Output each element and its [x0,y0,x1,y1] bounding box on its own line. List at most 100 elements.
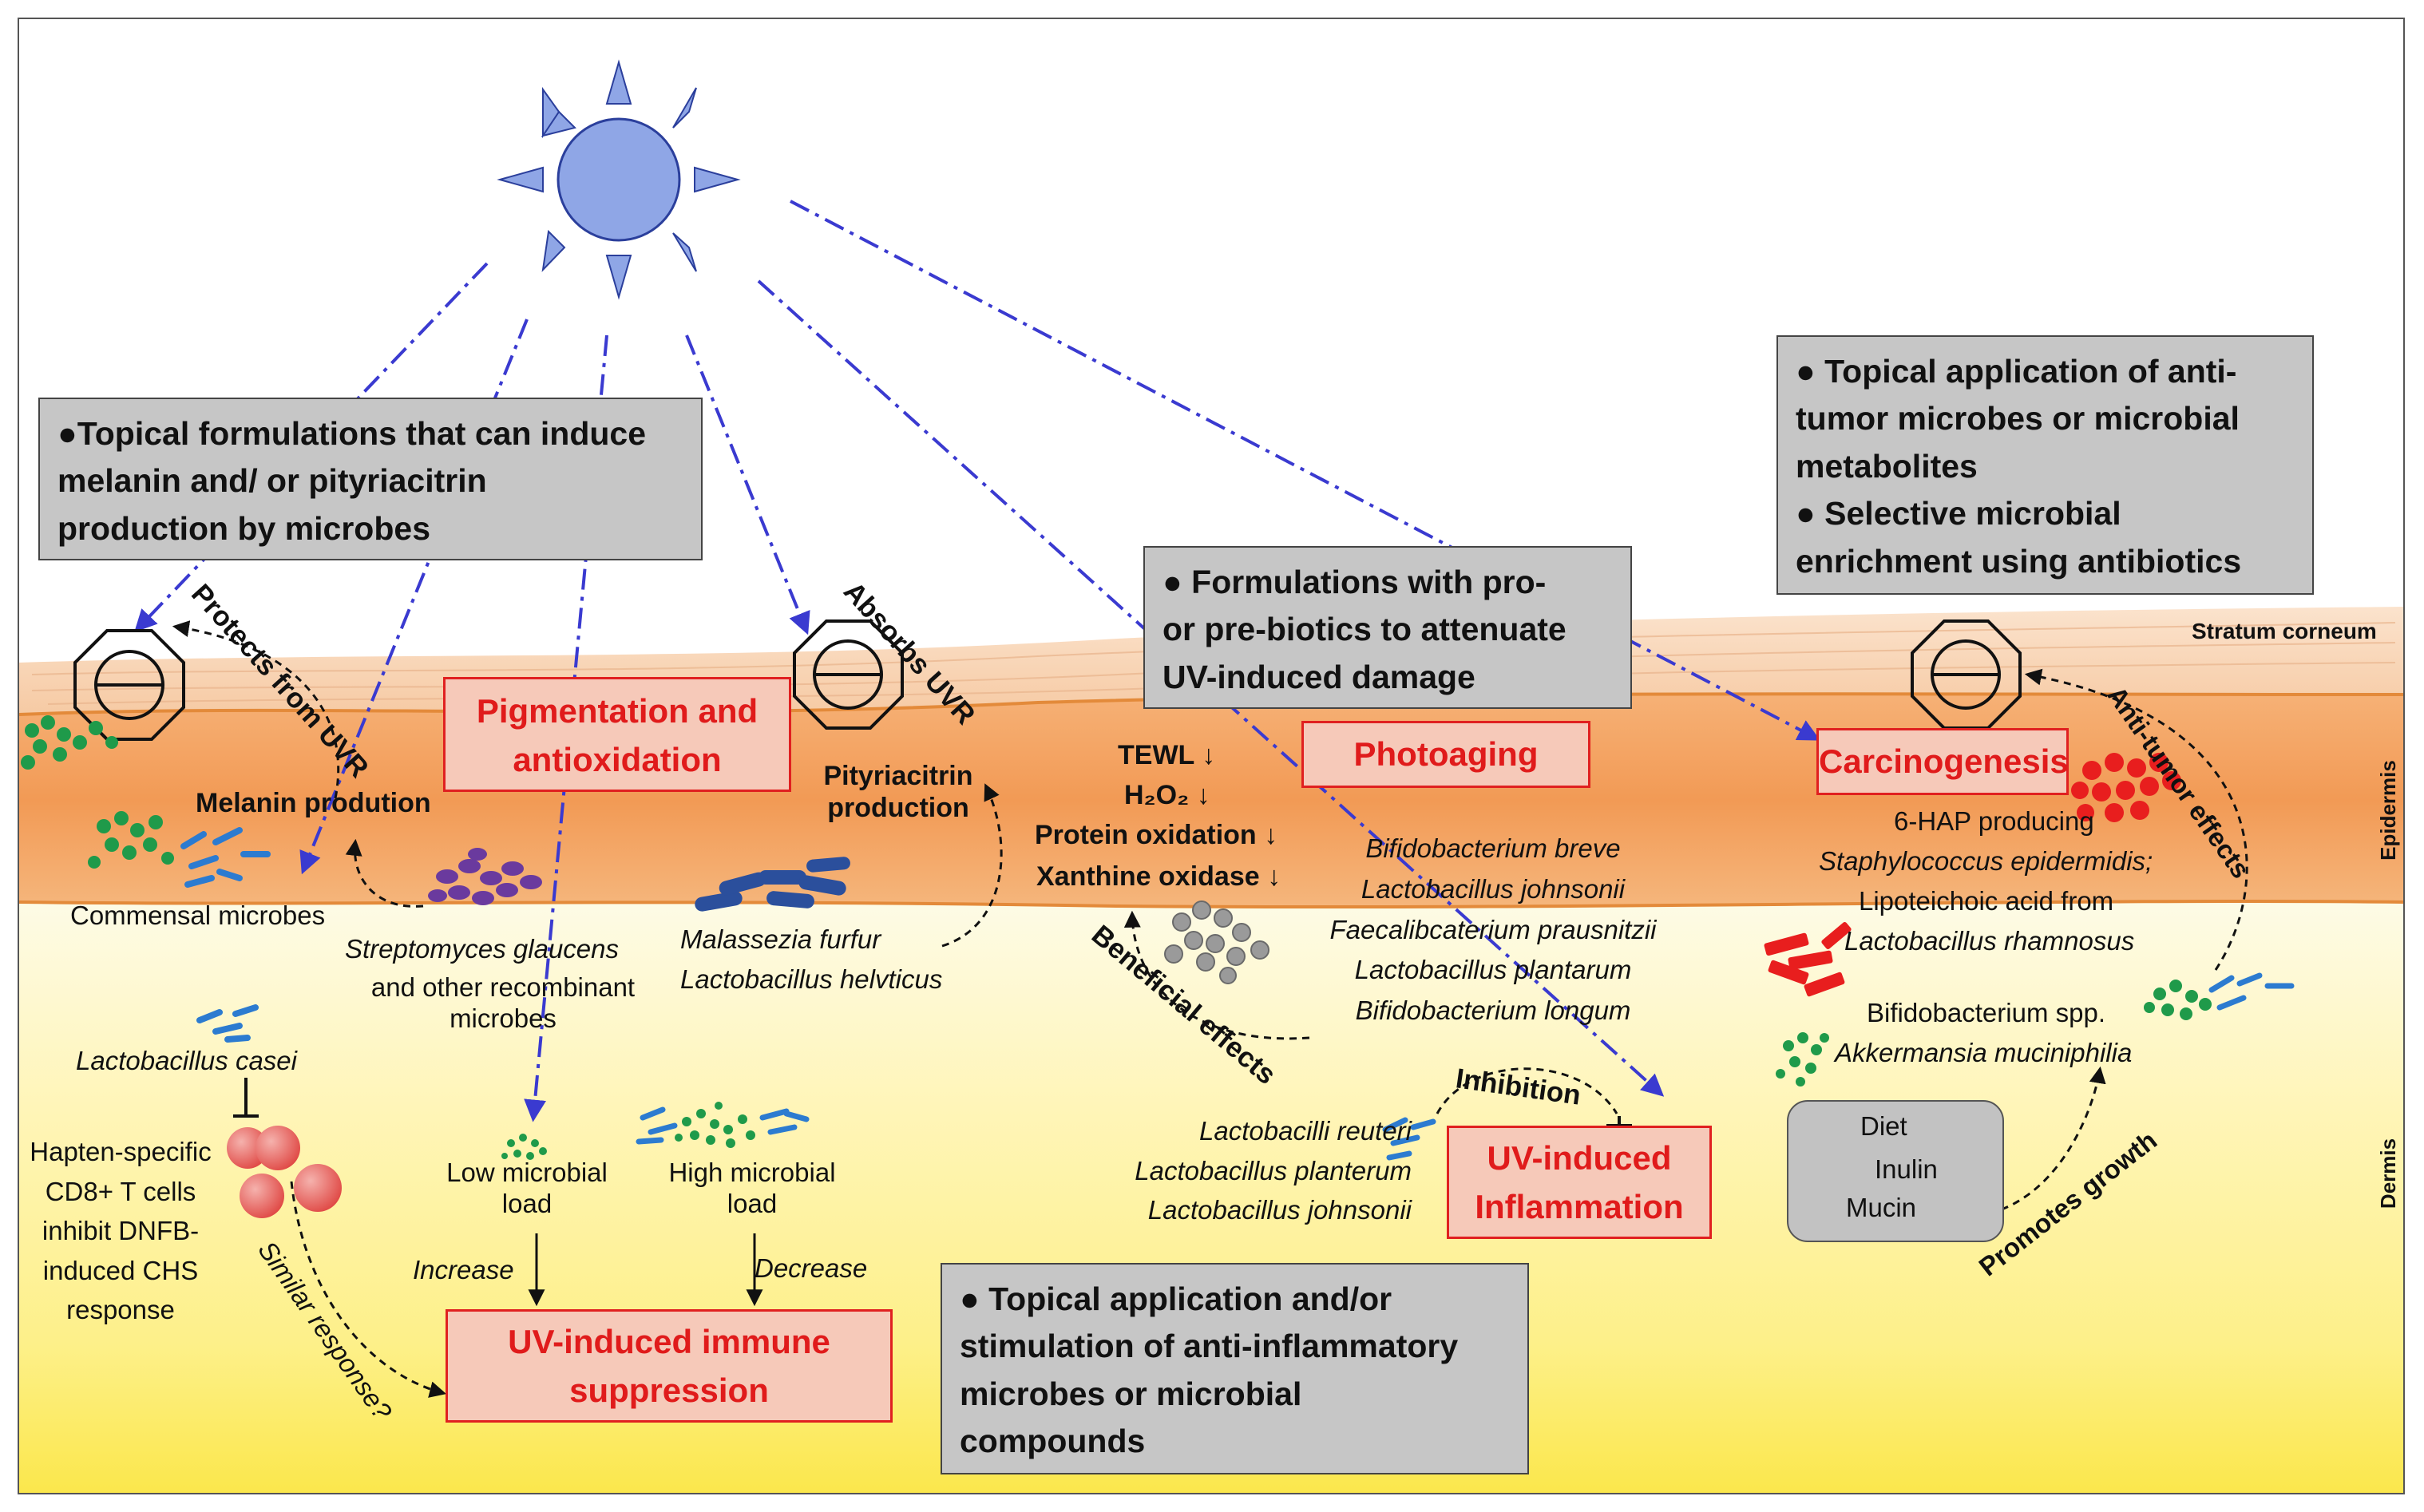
microbes-lacto-reuteri [1382,1117,1436,1161]
low-load-line: Low microbial [446,1158,608,1187]
microbes-green-akkermansia [1776,1032,1829,1087]
intervention-line: metabolites [1796,447,1978,485]
outcome-carcinogenesis: Carcinogenesis [1816,728,2069,795]
intervention-box-antitumor: ● Topical application of anti- tumor mic… [1776,335,2314,595]
staph-label: Staphylococcus epidermidis; [1819,846,2153,876]
intervention-line: UV-induced damage [1162,658,1475,695]
dermis-boundary-line [18,899,2404,909]
low-load-line: load [501,1188,553,1218]
outcome-inflammation: UV-induced Inflammation [1447,1126,1712,1239]
intervention-line: tumor microbes or microbial [1796,400,2240,437]
inflammation-species-list: Lactobacilli reuteri Lactobacillus plant… [1084,1111,1412,1230]
akkermansia-label: Akkermansia muciniphilia [1835,1038,2133,1067]
microbes-blue-malassezia [695,857,850,912]
hapten-label: Hapten-specific CD8+ T cells inhibit DNF… [16,1132,225,1330]
intervention-line: enrichment using antibiotics [1796,542,2242,580]
microbes-red-staph [2071,753,2181,822]
microbes-gray-photoaging [1164,900,1269,984]
uv-filter-icon-pityriacitrin [793,619,904,730]
low-load-label: Low microbial load [423,1158,631,1220]
hapten-line: induced CHS [42,1255,199,1285]
outcome-line: Carcinogenesis [1819,742,2069,780]
lipoteichoic-label: Lipoteichoic acid from [1859,886,2114,916]
outcome-pigmentation: Pigmentation and antioxidation [443,677,791,792]
pityriacitrin-label: Pityriacitrin production [802,760,994,824]
outcome-line: antioxidation [513,740,722,778]
intervention-line: microbes or microbial [960,1375,1302,1412]
malassezia-label: Malassezia furfur [680,924,881,954]
high-load-line: High microbial [668,1158,836,1187]
casei-label: Lactobacillus casei [76,1046,297,1075]
intervention-line: or pre-biotics to attenuate [1162,611,1566,648]
dermis-label: Dermis [2376,1138,2400,1209]
species-item: Lactobacillus planterum [1135,1155,1412,1185]
pityriacitrin-line: production [827,793,969,824]
microbes-red-rods-rhamnosus [1764,922,1852,997]
inulin-label: Inulin [1875,1154,1938,1184]
intervention-line: compounds [960,1423,1146,1460]
diet-label: Diet [1860,1111,1907,1141]
microbes-green-commensal [21,715,174,869]
hapten-line: CD8+ T cells [45,1176,196,1206]
sun-icon [497,59,741,300]
species-item: Bifidobacterium longum [1355,995,1631,1026]
intervention-line: melanin and/ or pityriacitrin [57,462,487,500]
load-arrows [528,1233,763,1307]
intervention-box-antiinflammatory: ● Topical application and/or stimulation… [941,1263,1529,1474]
microbes-high-load [636,1102,810,1148]
outcome-line: UV-induced [1487,1139,1672,1177]
species-item: Faecalibcaterium prausnitzii [1329,914,1657,944]
decrease-label: Decrease [755,1253,868,1283]
diet-box [1787,1100,2004,1242]
microbes-bifido-mix [2144,972,2295,1020]
pityriacitrin-line: Pityriacitrin [823,761,973,791]
intervention-box-probiotics: ● Formulations with pro- or pre-biotics … [1143,546,1632,709]
t-cells-icon [227,1126,342,1218]
outcome-line: Photoaging [1353,735,1539,773]
species-item: Lactobacilli reuteri [1199,1116,1412,1146]
outcome-immune-suppression: UV-induced immune suppression [446,1309,893,1423]
intervention-line: ● Topical application and/or [960,1280,1392,1317]
intervention-line: production by microbes [57,509,430,547]
hapten-line: Hapten-specific [30,1137,212,1166]
epidermis-top-line [18,692,2404,716]
bifido-spp-label: Bifidobacterium spp. [1867,998,2105,1027]
lacto-helvticus-label: Lactobacillus helvticus [680,964,943,994]
epidermis-label: Epidermis [2376,760,2400,861]
stratum-corneum-label: Stratum corneum [2192,619,2377,643]
intervention-line: ● Selective microbial [1796,495,2121,532]
effect-arrows [172,620,2248,1398]
high-load-label: High microbial load [648,1158,856,1220]
recombinant-line: microbes [450,1003,556,1033]
microbes-low-load [501,1134,547,1160]
high-load-line: load [727,1188,778,1218]
outcome-line: UV-induced immune [508,1323,830,1360]
outcome-photoaging: Photoaging [1301,721,1590,788]
streptomyces-label: Streptomyces glaucens [345,934,620,964]
recombinant-label: and other recombinant microbes [339,972,667,1035]
xanthine-oxidase-label: Xanthine oxidase ↓ [1036,861,1281,892]
microbes-blue-rods [180,827,271,888]
recombinant-line: and other recombinant [370,972,636,1002]
tewl-label: TEWL ↓ [1118,740,1216,770]
species-item: Bifidobacterium breve [1365,833,1621,863]
outcome-line: Pigmentation and [476,692,758,730]
intervention-box-melanin: ●Topical formulations that can induce me… [38,398,703,560]
photoaging-species-list: Bifidobacterium breve Lactobacillus john… [1293,829,1693,1031]
outcome-line: Inflammation [1475,1187,1684,1225]
commensal-microbes-label: Commensal microbes [70,900,326,930]
increase-label: Increase [413,1255,514,1284]
microbes-purple-streptomyces [428,848,542,905]
hapten-line: inhibit DNFB- [42,1216,200,1245]
intervention-line: ● Formulations with pro- [1162,564,1547,600]
figure-frame [18,18,2405,1494]
protein-oxidation-label: Protein oxidation ↓ [1035,820,1278,850]
species-item: Lactobacillus plantarum [1354,955,1632,985]
outcome-line: suppression [569,1371,769,1409]
melanin-production-label: Melanin prodution [196,788,431,818]
species-item: Lactobacillus johnsonii [1361,873,1626,904]
intervention-line: stimulation of anti-inflammatory [960,1328,1459,1365]
microbes-casei [196,1004,259,1043]
mucin-label: Mucin [1846,1193,1917,1222]
intervention-line: ● Topical application of anti- [1796,353,2237,390]
